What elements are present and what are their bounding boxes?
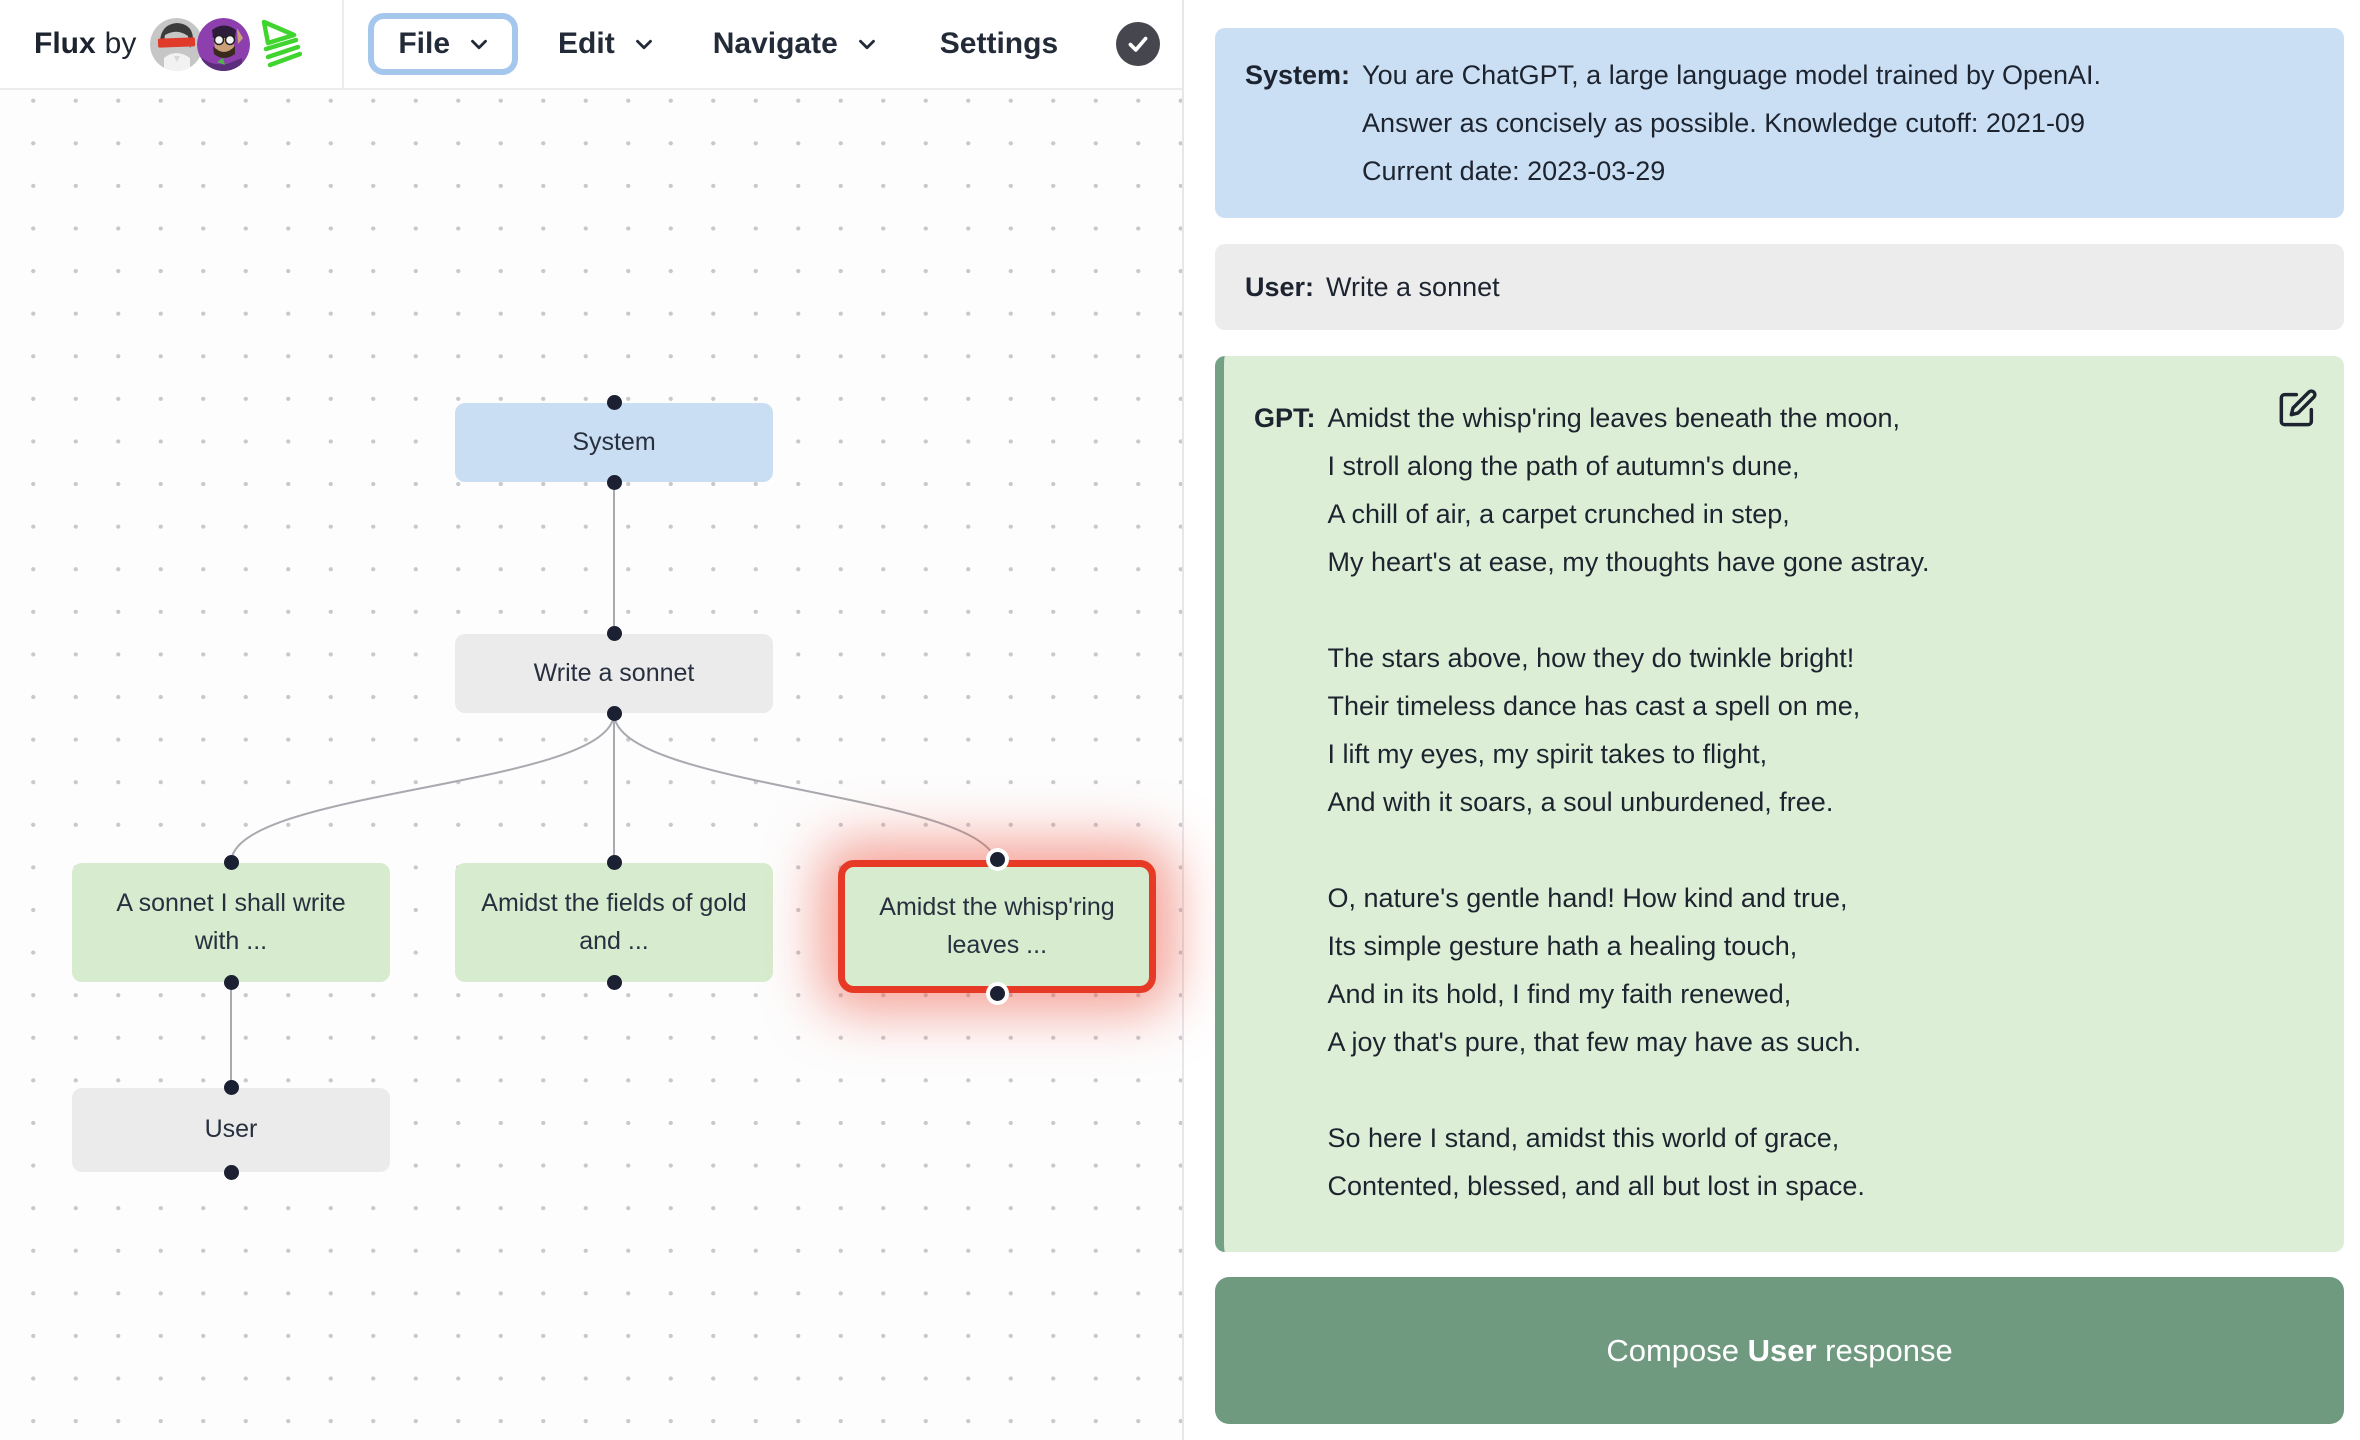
node-handle[interactable] xyxy=(606,855,622,870)
edit-icon xyxy=(2279,389,2317,427)
avatar-colorful-person xyxy=(197,17,251,71)
node-handle[interactable] xyxy=(989,986,1005,1001)
node-label: System xyxy=(572,427,656,456)
menu-settings-label: Settings xyxy=(939,27,1059,60)
menubar-divider xyxy=(342,0,344,88)
avatar[interactable] xyxy=(197,17,251,71)
compose-label-prefix: Compose xyxy=(1606,1332,1748,1368)
node-handle[interactable] xyxy=(223,1080,239,1095)
chevron-down-icon xyxy=(466,31,492,57)
node-handle[interactable] xyxy=(606,626,622,641)
node-handle[interactable] xyxy=(223,1165,239,1180)
gpt-message-label: GPT: xyxy=(1254,403,1316,433)
system-message-text: You are ChatGPT, a large language model … xyxy=(1362,60,2102,186)
node-response-b[interactable]: Amidst the fields of gold and ... xyxy=(455,855,773,990)
graph-edges xyxy=(230,482,998,1088)
compose-user-response-button[interactable]: Compose User response xyxy=(1215,1277,2344,1424)
avatar-grayscale-person xyxy=(150,17,204,71)
brand-by: by xyxy=(104,27,137,60)
node-label: Amidst the fields of gold and ... xyxy=(481,889,747,955)
compose-label-role: User xyxy=(1747,1332,1817,1368)
author-avatars xyxy=(150,17,303,71)
node-handle[interactable] xyxy=(606,975,622,990)
node-user[interactable]: User xyxy=(72,1080,390,1180)
node-response-a[interactable]: A sonnet I shall write with ... xyxy=(72,855,390,990)
conversation-pane: System: You are ChatGPT, a large languag… xyxy=(1184,0,2360,1440)
menu-file-label: File xyxy=(398,27,451,60)
gpt-message-text: Amidst the whisp'ring leaves beneath the… xyxy=(1327,403,1930,1201)
system-message[interactable]: System: You are ChatGPT, a large languag… xyxy=(1215,28,2344,218)
menu-navigate-label: Navigate xyxy=(712,27,838,60)
node-write-a-sonnet[interactable]: Write a sonnet xyxy=(455,626,773,721)
node-label: User xyxy=(204,1115,258,1144)
chevron-down-icon xyxy=(631,31,657,57)
chevron-down-icon xyxy=(854,31,880,57)
menu-settings-button[interactable]: Settings xyxy=(940,27,1058,61)
graph-pane: Flux by xyxy=(0,0,1184,1440)
brand-name: Flux xyxy=(34,27,96,60)
node-handle[interactable] xyxy=(606,475,622,490)
menubar: Flux by xyxy=(0,0,1182,90)
brand: Flux by xyxy=(34,27,136,61)
node-label: Write a sonnet xyxy=(533,658,695,687)
node-label: Amidst the whisp'ring leaves ... xyxy=(879,893,1115,959)
check-icon xyxy=(1128,36,1148,52)
menu-navigate-button[interactable]: Navigate xyxy=(713,27,880,61)
user-message-text: Write a sonnet xyxy=(1326,272,1500,302)
node-label: A sonnet I shall write with ... xyxy=(116,889,346,955)
flow-canvas[interactable]: System Write a sonnet A sonnet I shall w… xyxy=(0,90,1182,1440)
node-handle[interactable] xyxy=(223,855,239,870)
node-handle[interactable] xyxy=(989,852,1005,867)
menu-file-button[interactable]: File xyxy=(368,13,519,75)
edit-message-button[interactable] xyxy=(2278,388,2318,428)
avatar[interactable] xyxy=(150,17,204,71)
node-system[interactable]: System xyxy=(455,395,773,490)
gpt-message[interactable]: GPT: Amidst the whisp'ring leaves beneat… xyxy=(1215,356,2344,1252)
flux-logo-icon xyxy=(256,19,303,69)
node-handle[interactable] xyxy=(606,706,622,721)
node-response-c-selected[interactable]: Amidst the whisp'ring leaves ... xyxy=(838,852,1156,1001)
node-handle[interactable] xyxy=(606,395,622,410)
compose-label-suffix: response xyxy=(1816,1332,1953,1368)
system-message-label: System: xyxy=(1245,60,1351,90)
saved-status-button[interactable] xyxy=(1116,22,1161,66)
menu-edit-button[interactable]: Edit xyxy=(558,27,657,61)
user-message-label: User: xyxy=(1245,272,1315,302)
user-message[interactable]: User: Write a sonnet xyxy=(1215,244,2344,330)
menu-edit-label: Edit xyxy=(558,27,615,60)
node-handle[interactable] xyxy=(223,975,239,990)
